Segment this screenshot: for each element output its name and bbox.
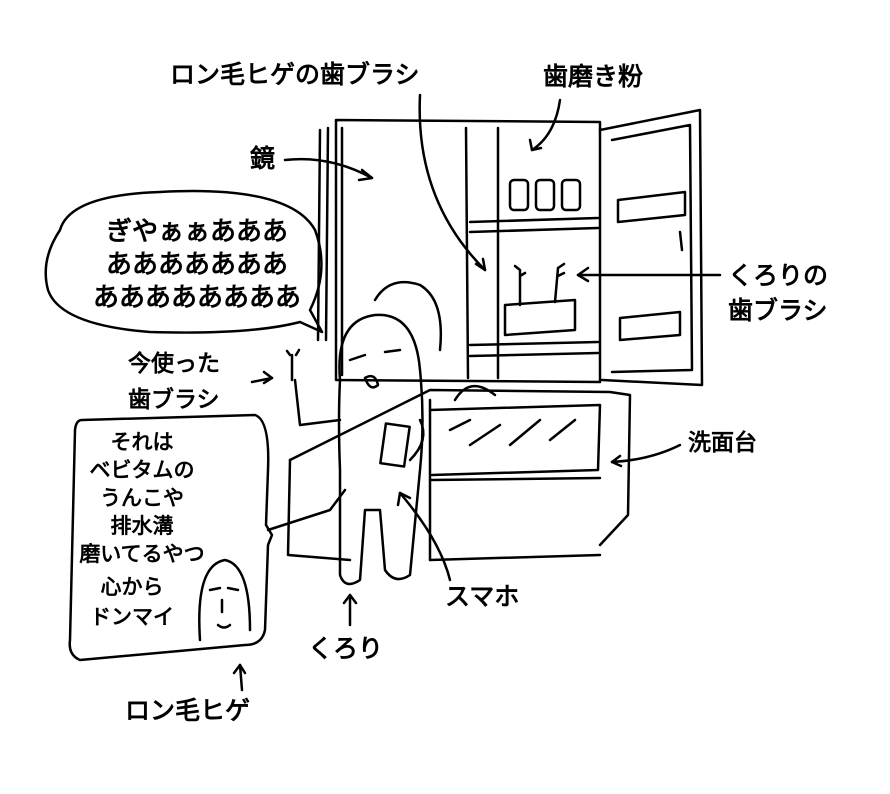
speech-box-reply bbox=[68, 413, 274, 662]
toothpaste-tubes bbox=[508, 178, 582, 212]
medicine-cabinet bbox=[334, 108, 704, 387]
longhair-face bbox=[198, 558, 252, 642]
sympathy-line: ドンマイ bbox=[90, 605, 174, 629]
sympathy-text: 心から ドンマイ bbox=[76, 572, 188, 632]
label-kurori: くろり bbox=[308, 634, 384, 663]
label-line: 歯ブラシ bbox=[728, 296, 828, 325]
label-used-toothbrush: 今使った 歯ブラシ bbox=[128, 346, 220, 418]
scream-line: ぎやぁぁあああ bbox=[105, 217, 288, 247]
reply-line: うんこや bbox=[100, 486, 184, 510]
label-longhair: ロン毛ヒゲ bbox=[125, 696, 251, 725]
reply-line: ベビタムの bbox=[89, 458, 195, 482]
sympathy-line: 心から bbox=[100, 575, 164, 599]
speech-bubble-scream bbox=[44, 189, 324, 334]
label-sink: 洗面台 bbox=[688, 430, 757, 456]
kurori-figure bbox=[285, 280, 442, 586]
mirror-edge bbox=[316, 126, 330, 342]
toothbrush-holder bbox=[503, 262, 577, 337]
arrows bbox=[232, 93, 722, 692]
label-smartphone: スマホ bbox=[445, 582, 520, 611]
reply-line: 磨いてるやつ bbox=[79, 542, 205, 566]
label-line: くろりの bbox=[728, 261, 829, 290]
reply-text: それは ベビタムの うんこや 排水溝 磨いてるやつ bbox=[72, 428, 212, 568]
scream-line: ああああああああ bbox=[92, 283, 301, 313]
label-line: 今使った bbox=[128, 351, 220, 377]
label-longhair-toothbrush: ロン毛ヒゲの歯ブラシ bbox=[170, 60, 420, 89]
label-toothpaste: 歯磨き粉 bbox=[543, 62, 644, 91]
label-kurori-toothbrush: くろりの 歯ブラシ bbox=[728, 258, 828, 328]
scream-line: あああああああ bbox=[105, 250, 288, 280]
label-line: 歯ブラシ bbox=[128, 387, 220, 413]
speech-tail bbox=[266, 488, 347, 532]
label-mirror: 鏡 bbox=[250, 144, 276, 173]
reply-line: それは bbox=[110, 430, 174, 454]
sink-counter bbox=[286, 385, 632, 562]
reply-line: 排水溝 bbox=[110, 514, 174, 538]
scream-text: ぎやぁぁあああ あああああああ ああああああああ bbox=[82, 216, 312, 315]
